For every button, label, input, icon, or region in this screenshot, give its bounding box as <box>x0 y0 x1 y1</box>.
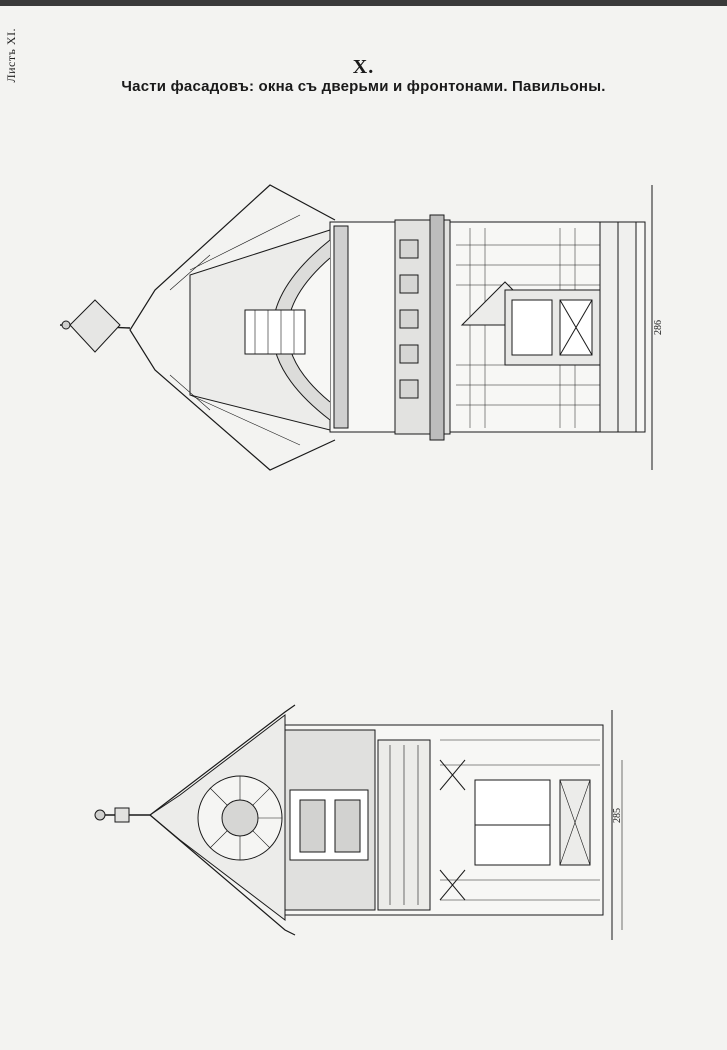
elevation-286 <box>59 184 653 471</box>
figure-number-285: 285 <box>612 808 623 823</box>
elevation-285 <box>94 704 623 940</box>
scan-top-edge <box>0 0 727 6</box>
page-title: Части фасадовъ: окна съ дверьми и фронто… <box>121 78 606 95</box>
figure-number-286: 286 <box>653 320 664 335</box>
section-numeral: X. <box>352 56 375 78</box>
